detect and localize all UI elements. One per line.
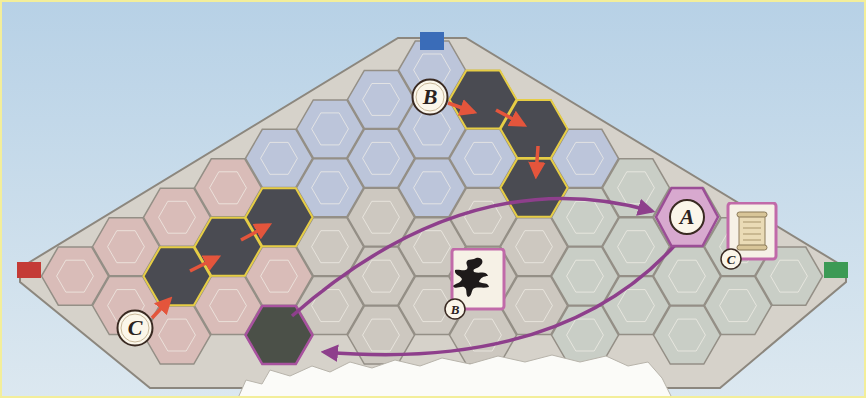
hex-pattern [567,260,604,292]
card-letter: B [451,303,460,316]
hex-grid [42,41,823,364]
red-start-marker [17,262,41,278]
scroll-roll [737,212,767,217]
torn-paper [238,355,672,398]
marker-letter: B [423,86,438,108]
card-badge [721,249,741,269]
marker-ring [416,83,444,111]
figure-card: B [444,248,506,320]
card-letter: C [727,253,736,266]
marker-disc [670,200,704,234]
target-hex [246,306,313,364]
hex-pattern [567,319,604,351]
swap-hex: A [654,186,720,248]
hex-pattern [720,290,757,322]
hex-pattern [669,319,706,351]
hex-pattern [363,260,400,292]
hex-pattern [414,113,451,145]
scroll-card: C [720,202,778,270]
card-badge [445,299,465,319]
hex-pattern [414,172,451,204]
hex-pattern [159,319,196,351]
hex-pattern [618,290,655,322]
scroll-line [743,234,761,235]
hex-pattern [312,172,349,204]
hex-pattern [108,231,145,263]
hex-pattern [312,113,349,145]
occupied-hex [246,188,313,246]
scroll-line [743,222,761,223]
piece-marker: B [411,78,449,116]
hex-pattern [465,142,502,174]
hex-pattern [567,142,604,174]
hex-pattern [516,231,553,263]
figure-icon [453,258,489,297]
occupied-hex [501,159,568,217]
hex-pattern [312,231,349,263]
hex-pattern [669,260,706,292]
hex-outline [656,188,718,246]
board-outline [20,38,846,388]
hex-pattern [363,84,400,116]
hex-pattern [363,142,400,174]
hex-pattern [159,201,196,233]
piece-marker: C [116,309,154,347]
hex-pattern [414,231,451,263]
highlighted-hexes [144,70,568,364]
occupied-hex [501,100,568,158]
hex-pattern [57,260,94,292]
hex-pattern [261,142,298,174]
hex-pattern [210,172,247,204]
hex-pattern [516,290,553,322]
scroll-line [743,240,761,241]
marker-ring [121,314,149,342]
scroll-icon [739,215,765,247]
hex-pattern [567,201,604,233]
hex-pattern [261,260,298,292]
marker-disc [118,311,153,346]
swap-arrows [292,198,676,354]
hex-pattern [618,231,655,263]
scroll-roll [737,245,767,250]
hex-pattern [363,319,400,351]
hex-pattern [771,260,808,292]
hex-pattern [618,172,655,204]
marker-letter: A [680,206,695,228]
marker-disc [413,80,448,115]
blue-start-marker [420,32,444,50]
scroll-line [743,228,761,229]
hex-pattern [210,290,247,322]
green-start-marker [824,262,848,278]
hex-pattern [363,201,400,233]
marker-letter: C [128,317,143,339]
